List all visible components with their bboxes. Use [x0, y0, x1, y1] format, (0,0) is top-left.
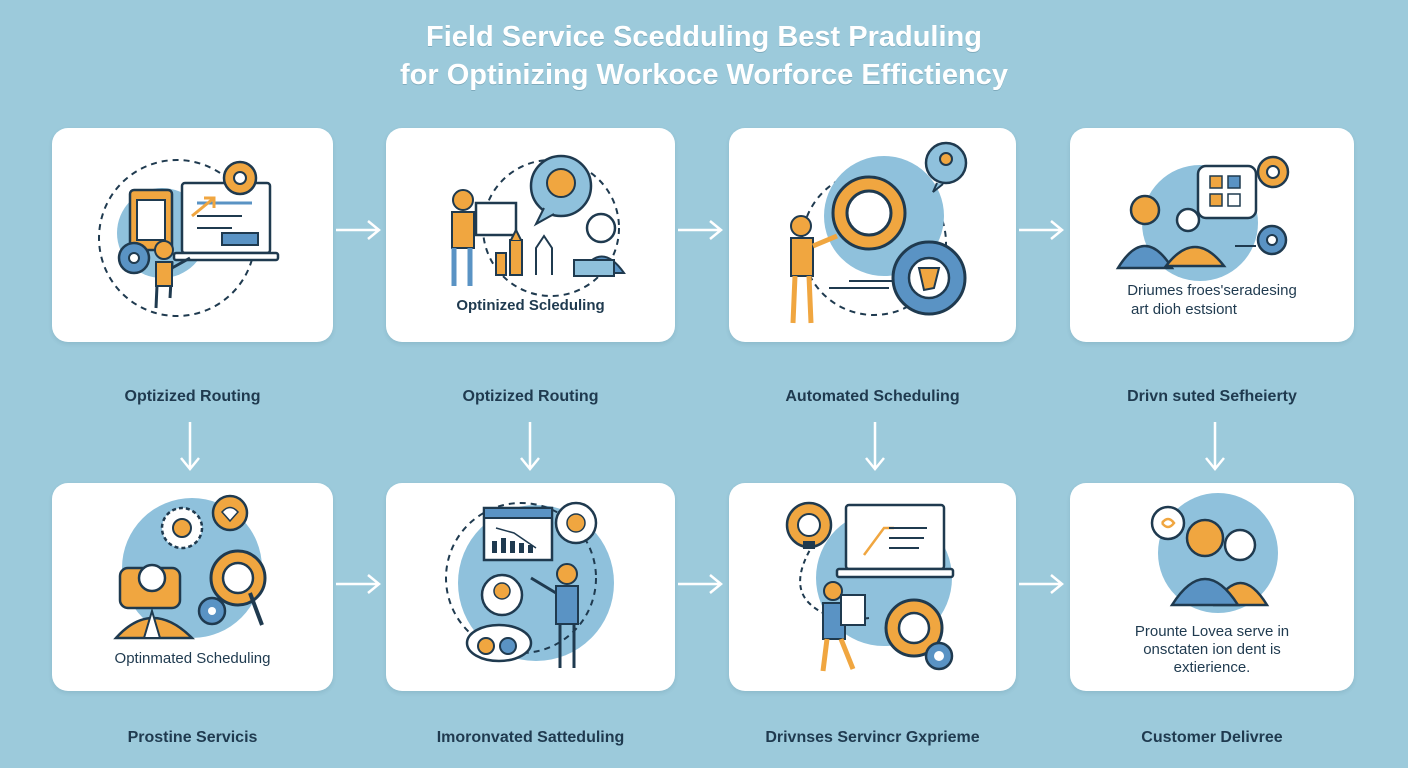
right-arrow-icon: [678, 220, 723, 240]
person-gears-icon: [790, 141, 968, 324]
chart-presenter-icon: [445, 501, 614, 668]
right-arrow-icon: [336, 220, 381, 240]
right-arrow-icon: [678, 574, 723, 594]
card-2-caption: Optinized Scleduling: [456, 297, 605, 314]
team-dashboard-gears-icon: [1115, 155, 1290, 281]
card-8-caption-1: Prounte Lovea serve in: [1134, 623, 1290, 640]
label-step-5: Prostine Servicis: [127, 729, 258, 746]
step-card-2: Optinized Scleduling: [386, 128, 675, 342]
technician-gears-heart-icon: [113, 494, 267, 640]
customers-service-icon: [1150, 493, 1278, 613]
card-8-caption-2: onsctaten ion dent is: [1143, 641, 1281, 658]
lightbulb-laptop-gears-icon: [785, 501, 955, 672]
step-card-5: Optinmated Scheduling: [52, 483, 333, 691]
label-step-8: Customer Delivree: [1141, 729, 1283, 746]
label-step-4: Drivn suted Sefheierty: [1127, 388, 1297, 405]
card-4-caption-1: Driumes froes'seradesing: [1127, 282, 1297, 299]
down-arrow-icon: [865, 422, 885, 471]
card-8-caption-3: extierience.: [1173, 659, 1251, 676]
down-arrow-icon: [520, 422, 540, 471]
step-card-8: Prounte Lovea serve in onsctaten ion den…: [1070, 483, 1354, 691]
step-card-1: [52, 128, 333, 342]
label-step-6: Imoronvated Satteduling: [436, 729, 625, 746]
title-line-2: for Optinizing Workoce Worforce Effictie…: [400, 59, 1008, 91]
label-step-7: Drivnses Servincr Gxprieme: [765, 729, 980, 746]
label-step-1: Optizized Routing: [124, 388, 261, 405]
right-arrow-icon: [1019, 574, 1064, 594]
label-step-3: Automated Scheduling: [785, 388, 960, 405]
label-step-2: Optizized Routing: [462, 388, 599, 405]
down-arrow-icon: [180, 422, 200, 471]
step-card-7: [729, 483, 1016, 691]
step-card-3: [729, 128, 1016, 342]
step-card-6: [386, 483, 675, 691]
right-arrow-icon: [1019, 220, 1064, 240]
laptop-routing-gear-icon: [98, 159, 280, 317]
title-line-1: Field Service Scedduling Best Praduling: [426, 21, 982, 53]
right-arrow-icon: [336, 574, 381, 594]
card-4-caption-2: art dioh estsiont: [1131, 301, 1237, 318]
team-chat-growth-icon: [451, 154, 626, 297]
card-5-caption: Optinmated Scheduling: [114, 650, 271, 667]
step-card-4: Driumes froes'seradesing art dioh estsio…: [1070, 128, 1354, 342]
down-arrow-icon: [1205, 422, 1225, 471]
